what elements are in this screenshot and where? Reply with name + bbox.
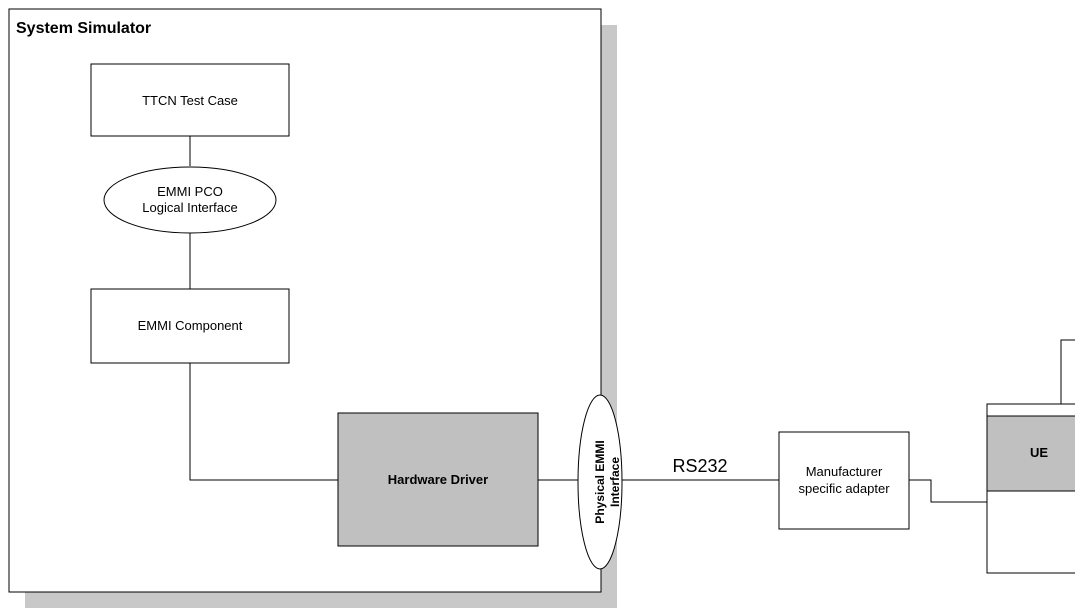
simulator-title: System Simulator (16, 20, 151, 37)
ue-antenna (1060, 339, 1075, 405)
adapter-label-line1: Manufacturer (806, 464, 883, 479)
ttcn-test-case-label: TTCN Test Case (142, 93, 238, 108)
connector-adapter-to-ue (909, 479, 987, 503)
adapter-label-line2: specific adapter (798, 481, 890, 496)
ue-screen (986, 415, 1075, 492)
emmi-pco-label-line2: Logical Interface (142, 200, 237, 215)
manufacturer-adapter-box (778, 431, 910, 530)
rs232-label: RS232 (672, 456, 727, 476)
emmi-pco-label-line1: EMMI PCO (157, 184, 223, 199)
hardware-driver-label: Hardware Driver (388, 472, 488, 487)
hardware-driver-box (337, 412, 539, 547)
ue-body (986, 490, 1075, 574)
ue-top-band (986, 403, 1075, 417)
connector-component-to-driver (189, 363, 338, 481)
physical-emmi-interface-ellipse (577, 394, 623, 570)
emmi-pco-ellipse (103, 166, 277, 234)
ue-label: UE (1030, 445, 1048, 460)
emmi-component-label: EMMI Component (138, 318, 243, 333)
ttcn-test-case-box (90, 63, 290, 137)
emmi-component-box (90, 288, 290, 364)
physical-interface-label-line2: Interface (608, 457, 622, 507)
physical-interface-label-line1: Physical EMMI (593, 440, 607, 523)
